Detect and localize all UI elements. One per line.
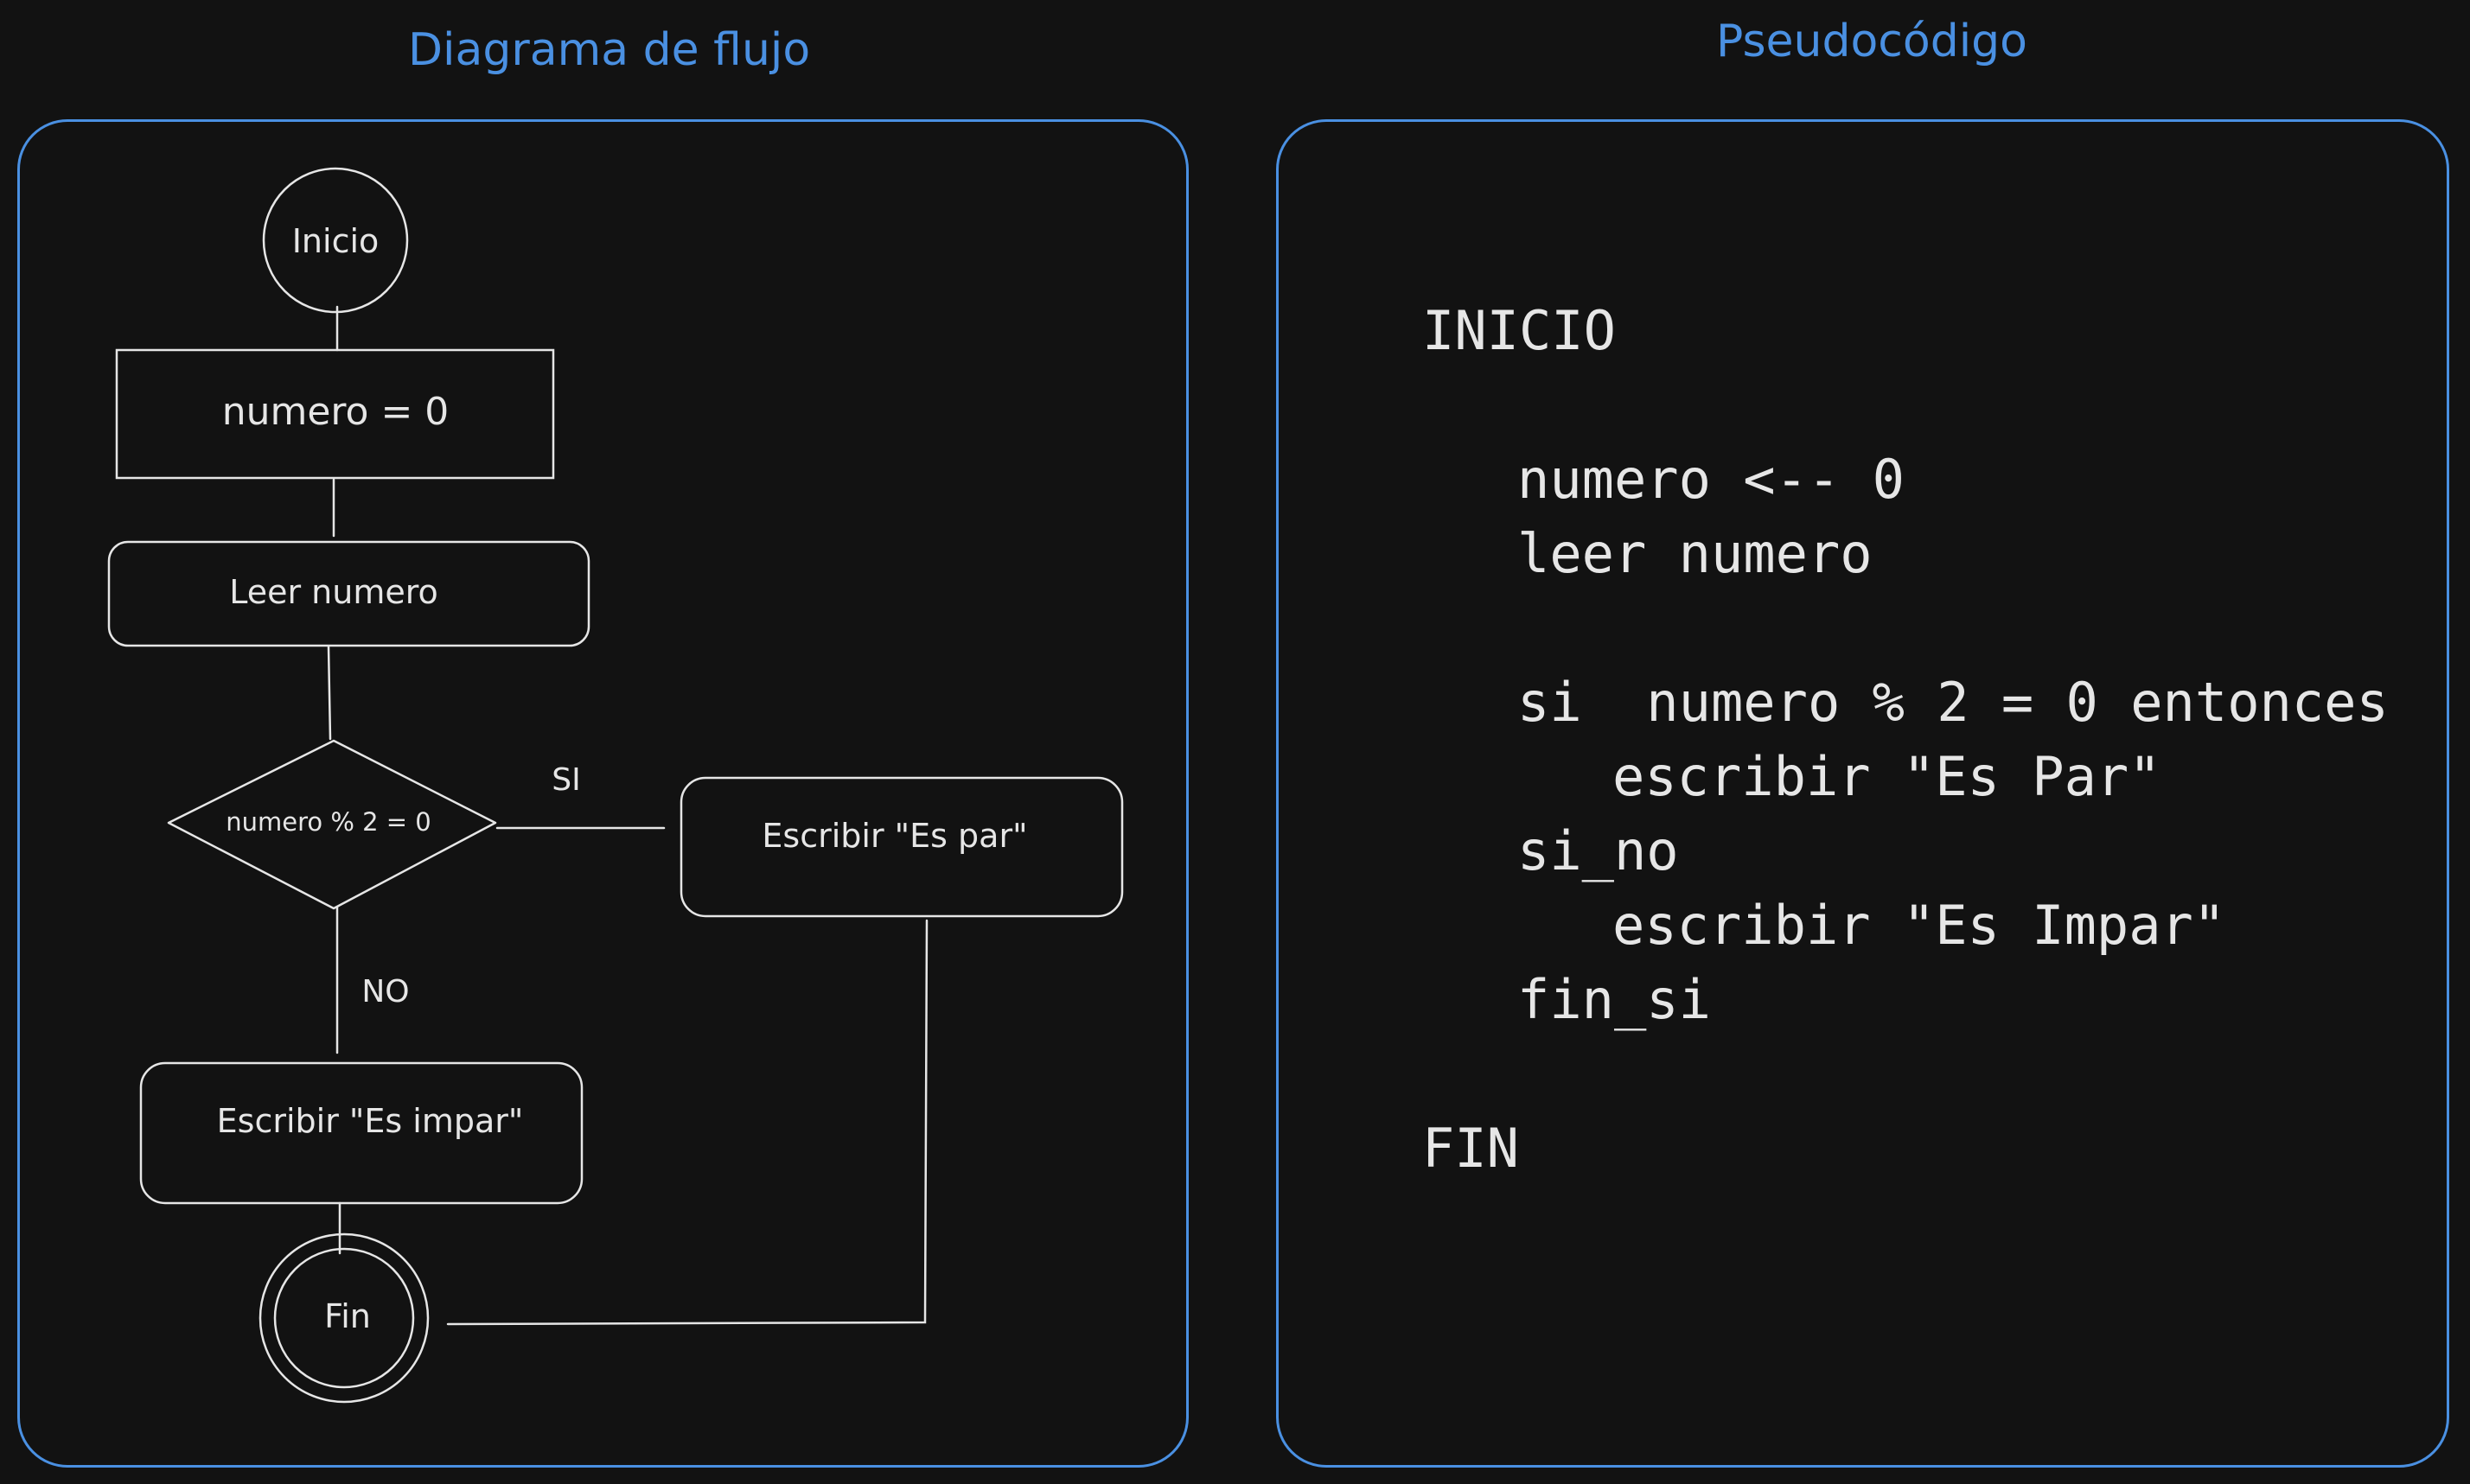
decision-label: numero % 2 = 0 xyxy=(226,807,431,837)
even-box xyxy=(680,776,1124,918)
yes-label: SI xyxy=(552,762,580,798)
connector-even-end xyxy=(446,919,929,1326)
connector-read-decision xyxy=(327,645,332,741)
code-line-then: escribir "Es Par" xyxy=(1612,745,2161,808)
odd-label: Escribir "Es impar" xyxy=(217,1102,524,1140)
code-line-if: si numero % 2 = 0 entonces xyxy=(1517,671,2389,734)
assign-label: numero = 0 xyxy=(222,390,450,434)
assign-box xyxy=(115,348,555,480)
code-line-blank xyxy=(1422,591,2389,666)
code-line-start: INICIO xyxy=(1422,299,1616,362)
code-line-blank xyxy=(1422,1037,2389,1111)
code-line-blank xyxy=(1422,368,2389,443)
pseudocode-panel xyxy=(1276,119,2449,1468)
flowchart-title: Diagrama de flujo xyxy=(408,24,811,76)
start-label: Inicio xyxy=(292,222,380,260)
code-line-end: FIN xyxy=(1422,1117,1519,1180)
even-label: Escribir "Es par" xyxy=(762,817,1027,855)
read-box xyxy=(107,540,590,647)
start-node xyxy=(262,167,409,314)
no-label: NO xyxy=(361,974,409,1010)
flowchart-panel xyxy=(17,119,1189,1468)
code-line-read: leer numero xyxy=(1517,522,1873,585)
code-line-else-body: escribir "Es Impar" xyxy=(1612,894,2226,957)
pseudocode-title: Pseudocódigo xyxy=(1716,16,2027,67)
code-line-else: si_no xyxy=(1517,819,1679,882)
code-line-endif: fin_si xyxy=(1517,968,1711,1031)
odd-box xyxy=(139,1061,584,1205)
end-node-inner xyxy=(273,1247,415,1389)
read-label: Leer numero xyxy=(229,573,438,611)
flowchart-diagram: Inicio numero = 0 Leer numero numero % 2… xyxy=(107,167,1124,1404)
end-node-outer xyxy=(258,1232,430,1404)
decision-diamond xyxy=(167,739,497,910)
pseudocode-block: INICIO numero <-- 0 leer numero si numer… xyxy=(1422,294,2389,1186)
end-label: Fin xyxy=(324,1297,371,1335)
code-line-assign: numero <-- 0 xyxy=(1517,448,1905,511)
